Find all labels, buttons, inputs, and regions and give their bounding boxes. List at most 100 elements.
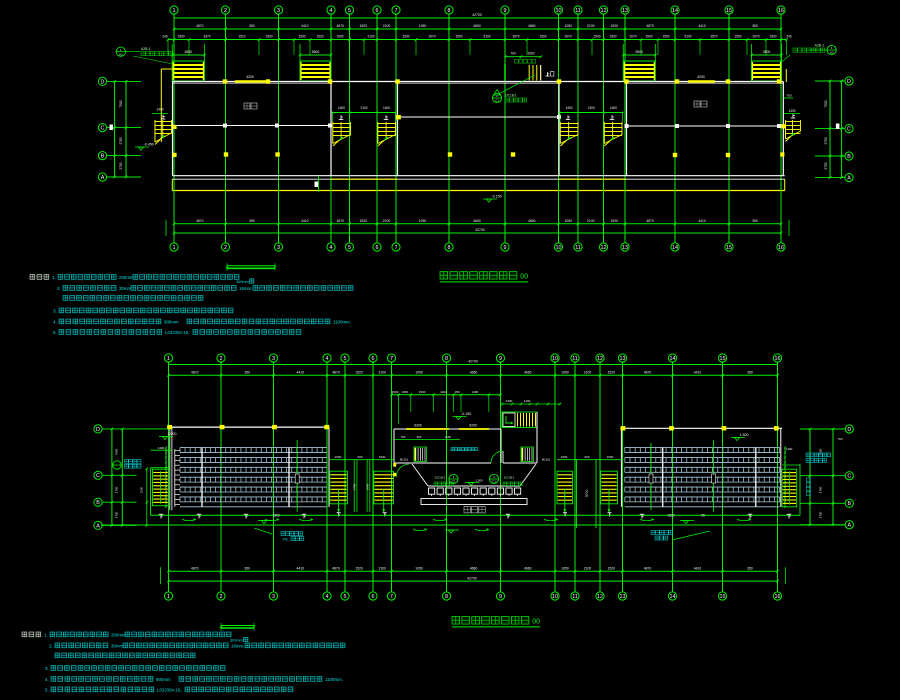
svg-text:2070: 2070 bbox=[564, 35, 571, 39]
svg-text:300mm: 300mm bbox=[236, 280, 249, 284]
svg-text:1500: 1500 bbox=[593, 35, 600, 39]
svg-text:5500: 5500 bbox=[636, 50, 644, 54]
svg-text:L03J304-16,: L03J304-16, bbox=[165, 330, 189, 335]
svg-text:M1151: M1151 bbox=[542, 458, 551, 462]
svg-text:350: 350 bbox=[244, 371, 250, 375]
svg-text:1400: 1400 bbox=[383, 106, 390, 110]
svg-text:1050: 1050 bbox=[561, 371, 569, 375]
svg-text:16: 16 bbox=[775, 356, 781, 362]
svg-text:4200: 4200 bbox=[246, 75, 254, 79]
svg-text:350: 350 bbox=[747, 566, 753, 570]
svg-text:1500: 1500 bbox=[379, 455, 386, 459]
svg-text:3: 3 bbox=[277, 245, 280, 251]
svg-text:4410: 4410 bbox=[301, 24, 309, 28]
svg-text:4410: 4410 bbox=[694, 371, 702, 375]
svg-text:A: A bbox=[847, 176, 851, 182]
svg-text:350: 350 bbox=[249, 24, 255, 28]
svg-text:900mm: 900mm bbox=[156, 677, 171, 682]
svg-text:4410: 4410 bbox=[296, 566, 304, 570]
svg-text:1: 1 bbox=[831, 46, 833, 50]
svg-text:600: 600 bbox=[584, 455, 589, 459]
svg-text:4870: 4870 bbox=[196, 24, 204, 28]
svg-text:2750: 2750 bbox=[115, 511, 119, 518]
svg-text:7: 7 bbox=[390, 356, 393, 362]
svg-text:1.: 1. bbox=[52, 275, 56, 280]
svg-text:00: 00 bbox=[520, 274, 528, 281]
svg-text:00: 00 bbox=[532, 619, 540, 626]
svg-text:1400: 1400 bbox=[610, 106, 617, 110]
svg-text:2750: 2750 bbox=[819, 511, 823, 518]
svg-text:7: 7 bbox=[395, 245, 398, 251]
svg-text:1050: 1050 bbox=[415, 566, 423, 570]
svg-text:1400: 1400 bbox=[472, 390, 479, 394]
svg-text:1520: 1520 bbox=[316, 35, 323, 39]
svg-text:1500: 1500 bbox=[645, 35, 652, 39]
svg-text:4660: 4660 bbox=[528, 219, 536, 223]
svg-text:1520: 1520 bbox=[610, 24, 618, 28]
svg-text:5.: 5. bbox=[45, 687, 49, 692]
svg-text:2750: 2750 bbox=[824, 137, 828, 144]
svg-text:900: 900 bbox=[417, 435, 422, 439]
svg-text:1450: 1450 bbox=[401, 390, 408, 394]
svg-text:3500: 3500 bbox=[763, 50, 771, 54]
svg-text:B: B bbox=[847, 154, 851, 160]
svg-text:4410: 4410 bbox=[698, 24, 706, 28]
svg-text:6200: 6200 bbox=[469, 424, 477, 428]
svg-text:7: 7 bbox=[395, 8, 398, 14]
svg-text:2750: 2750 bbox=[824, 162, 828, 169]
svg-text:5100: 5100 bbox=[483, 35, 490, 39]
svg-text:1400: 1400 bbox=[786, 447, 793, 451]
svg-text:6200: 6200 bbox=[414, 424, 422, 428]
svg-text:1500: 1500 bbox=[662, 35, 669, 39]
svg-text:1: 1 bbox=[496, 94, 498, 98]
svg-text:1520: 1520 bbox=[610, 219, 618, 223]
svg-text:12: 12 bbox=[601, 245, 607, 251]
svg-text:42700: 42700 bbox=[472, 13, 482, 17]
svg-text:PE: PE bbox=[283, 538, 289, 542]
svg-text:700: 700 bbox=[786, 93, 791, 97]
svg-text:1500: 1500 bbox=[392, 390, 399, 394]
svg-text:14: 14 bbox=[672, 8, 678, 14]
svg-text:2100: 2100 bbox=[383, 24, 391, 28]
svg-text:A: A bbox=[101, 175, 105, 181]
svg-text:1500: 1500 bbox=[527, 52, 534, 56]
svg-text:4.: 4. bbox=[45, 677, 49, 682]
svg-text:13: 13 bbox=[622, 8, 628, 14]
svg-text:350: 350 bbox=[752, 24, 758, 28]
svg-text:A2B-1: A2B-1 bbox=[815, 44, 825, 48]
svg-text:2100: 2100 bbox=[367, 35, 374, 39]
svg-text:1500: 1500 bbox=[335, 455, 342, 459]
svg-text:1500: 1500 bbox=[177, 35, 184, 39]
svg-text:1050: 1050 bbox=[564, 24, 572, 28]
svg-text:1400: 1400 bbox=[338, 106, 345, 110]
svg-text:900mm: 900mm bbox=[164, 319, 179, 324]
svg-text:1520: 1520 bbox=[359, 24, 367, 28]
svg-text:1050: 1050 bbox=[415, 371, 423, 375]
svg-text:240: 240 bbox=[162, 35, 168, 39]
svg-text:D: D bbox=[96, 427, 100, 433]
svg-text:C: C bbox=[96, 473, 100, 479]
svg-text:A2: A2 bbox=[830, 51, 834, 55]
svg-text:1400: 1400 bbox=[524, 399, 531, 403]
svg-text:5700: 5700 bbox=[585, 489, 589, 497]
svg-text:D: D bbox=[847, 79, 851, 85]
svg-text:2750: 2750 bbox=[819, 486, 823, 493]
svg-text:5100: 5100 bbox=[684, 35, 691, 39]
svg-text:-0.150: -0.150 bbox=[492, 195, 502, 199]
svg-text:C: C bbox=[101, 126, 105, 132]
svg-text:D: D bbox=[847, 427, 851, 433]
svg-text:1050: 1050 bbox=[561, 566, 569, 570]
svg-text:B: B bbox=[96, 500, 100, 506]
svg-text:12: 12 bbox=[601, 8, 607, 14]
svg-text:C: C bbox=[847, 474, 851, 480]
svg-text:1: 1 bbox=[173, 8, 176, 14]
svg-text:1500: 1500 bbox=[272, 514, 279, 518]
svg-text:11: 11 bbox=[575, 8, 581, 14]
svg-text:B: B bbox=[847, 501, 851, 507]
svg-text:2: 2 bbox=[220, 594, 223, 600]
svg-text:1: 1 bbox=[493, 475, 495, 479]
svg-text:350: 350 bbox=[752, 219, 758, 223]
svg-text:1400: 1400 bbox=[158, 446, 165, 450]
svg-text:2750: 2750 bbox=[119, 137, 123, 144]
svg-text:42700: 42700 bbox=[475, 228, 485, 232]
